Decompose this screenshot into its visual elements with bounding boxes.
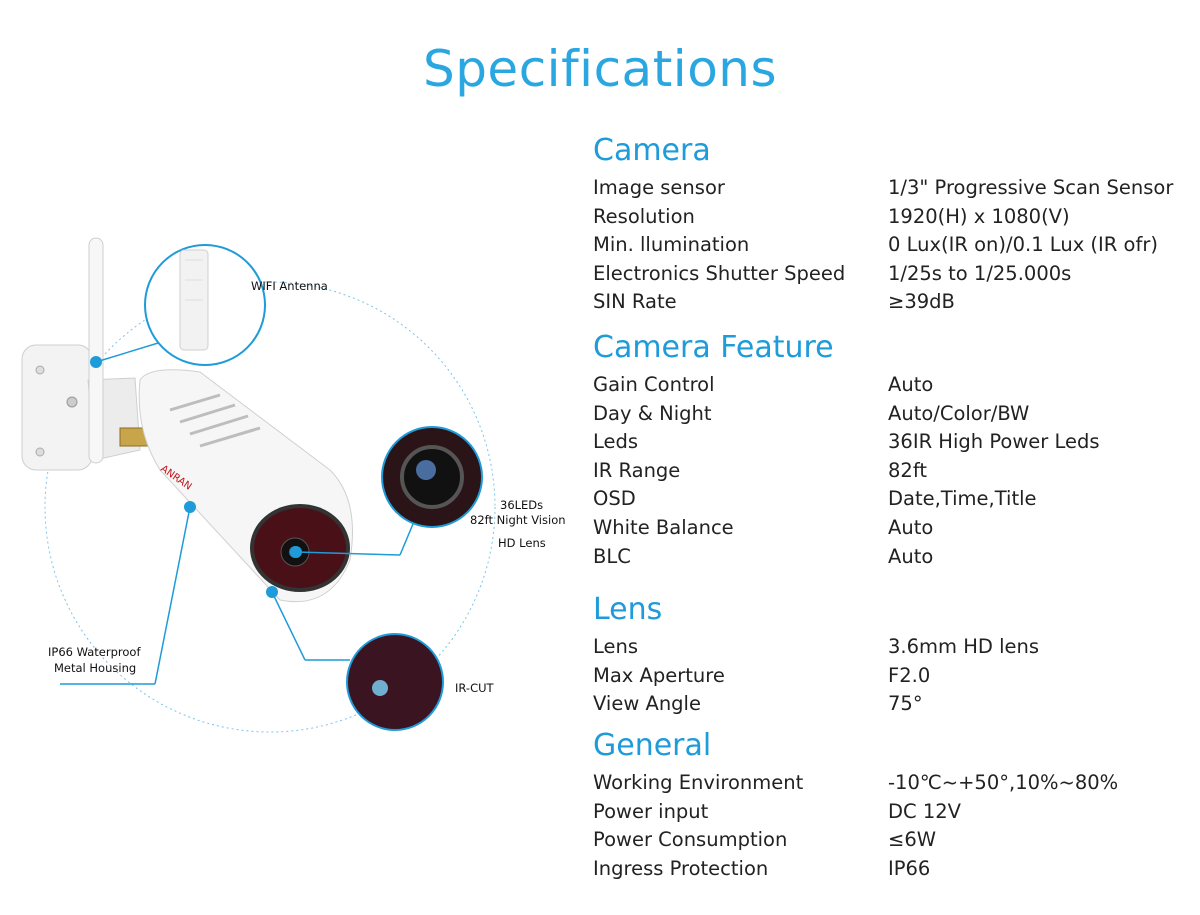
spec-row: Working Environment -10℃~+50°,10%~80% — [593, 769, 1193, 798]
callout-metal-housing: Metal Housing — [54, 661, 137, 675]
spec-row: BLC Auto — [593, 543, 1193, 572]
antenna-zoom — [144, 244, 266, 366]
spec-key: Working Environment — [593, 770, 804, 794]
spec-key: Power input — [593, 799, 709, 823]
spec-value: ≥39dB — [888, 290, 955, 314]
camera-illustration: ANRAN — [21, 237, 496, 733]
callout-wifi-antenna: WIFI Antenna — [251, 279, 328, 293]
spec-value: 3.6mm HD lens — [888, 635, 1040, 659]
spec-row: OSD Date,Time,Title — [593, 485, 1193, 514]
spec-value: 1/3" Progressive Scan Sensor — [888, 176, 1174, 199]
spec-value: Date,Time,Title — [888, 487, 1037, 511]
spec-key: Max Aperture — [593, 663, 725, 687]
spec-row: SIN Rate ≥39dB — [593, 288, 1193, 317]
spec-key: Ingress Protection — [593, 856, 769, 880]
section-title: General — [593, 727, 712, 763]
spec-row: Day & Night Auto/Color/BW — [593, 400, 1193, 429]
spec-row: IR Range 82ft — [593, 457, 1193, 486]
antenna — [88, 237, 149, 464]
spec-value: IP66 — [888, 856, 931, 880]
ircut-zoom — [346, 633, 444, 731]
spec-table: Camera Image sensor 1/3" Progressive Scan… — [593, 128, 1193, 883]
spec-value: 75° — [888, 692, 923, 716]
spec-value: 1/25s to 1/25.000s — [888, 261, 1072, 285]
spec-value: -10℃~+50°,10%~80% — [888, 770, 1119, 794]
spec-row: View Angle 75° — [593, 690, 1193, 719]
spec-key: Resolution — [593, 204, 695, 228]
spec-key: View Angle — [593, 692, 701, 716]
spec-value: Auto/Color/BW — [888, 401, 1030, 425]
spec-value: Auto — [888, 544, 934, 568]
spec-row: Ingress Protection IP66 — [593, 855, 1193, 884]
spec-value: DC 12V — [888, 799, 961, 823]
spec-key: SIN Rate — [593, 290, 677, 314]
spec-value: Auto — [888, 372, 934, 396]
spec-key: Electronics Shutter Speed — [593, 261, 846, 285]
spec-row: Power Consumption ≤6W — [593, 826, 1193, 855]
section-camera: Camera Image sensor 1/3" Progressive Scan… — [593, 128, 1193, 317]
spec-value: 1920(H) x 1080(V) — [888, 204, 1070, 228]
spec-key: Day & Night — [593, 401, 712, 425]
page-title: Specifications — [422, 40, 778, 98]
spec-value: 36IR High Power Leds — [888, 430, 1100, 454]
camera-body: ANRAN — [138, 369, 353, 603]
spec-row: Resolution 1920(H) x 1080(V) — [593, 203, 1193, 232]
callout-leds: 36LEDs — [500, 498, 544, 512]
wall-mount — [21, 344, 141, 471]
spec-value: F2.0 — [888, 663, 931, 687]
spec-row: Electronics Shutter Speed 1/25s to 1/25.0… — [593, 260, 1193, 289]
spec-key: White Balance — [593, 515, 734, 539]
spec-key: OSD — [593, 487, 636, 511]
lens-zoom — [381, 426, 483, 528]
section-title: Camera Feature — [593, 329, 834, 365]
spec-row: Lens 3.6mm HD lens — [593, 633, 1193, 662]
callout-ircut: IR-CUT — [455, 681, 494, 695]
section-title: Camera — [593, 133, 711, 168]
spec-value: 82ft — [888, 458, 927, 482]
spec-key: Min. llumination — [593, 233, 750, 257]
spec-key: Image sensor — [593, 176, 725, 199]
spec-value: Auto — [888, 515, 934, 539]
spec-row: Min. llumination 0 Lux(IR on)/0.1 Lux (IR… — [593, 231, 1193, 260]
spec-key: BLC — [593, 544, 631, 568]
spec-key: Gain Control — [593, 372, 715, 396]
spec-key: Leds — [593, 430, 639, 454]
spec-key: IR Range — [593, 458, 681, 482]
spec-key: Power Consumption — [593, 828, 788, 852]
spec-value: ≤6W — [888, 828, 937, 852]
callout-ip66: IP66 Waterproof — [48, 645, 141, 659]
callout-hd-lens: HD Lens — [498, 536, 546, 550]
callout-night-vision: 82ft Night Vision — [470, 513, 566, 527]
spec-row: Leds 36IR High Power Leds — [593, 428, 1193, 457]
spec-value: 0 Lux(IR on)/0.1 Lux (IR ofr) — [888, 233, 1158, 257]
spec-row: Gain Control Auto — [593, 371, 1193, 400]
spec-row: White Balance Auto — [593, 514, 1193, 543]
spec-row: Max Aperture F2.0 — [593, 662, 1193, 691]
spec-key: Lens — [593, 635, 639, 659]
section-general: General Working Environment -10℃~+50°,10%… — [593, 723, 1193, 883]
spec-row: Image sensor 1/3" Progressive Scan Sensor — [593, 174, 1193, 203]
spec-row: Power input DC 12V — [593, 798, 1193, 827]
section-title: Lens — [593, 592, 663, 628]
